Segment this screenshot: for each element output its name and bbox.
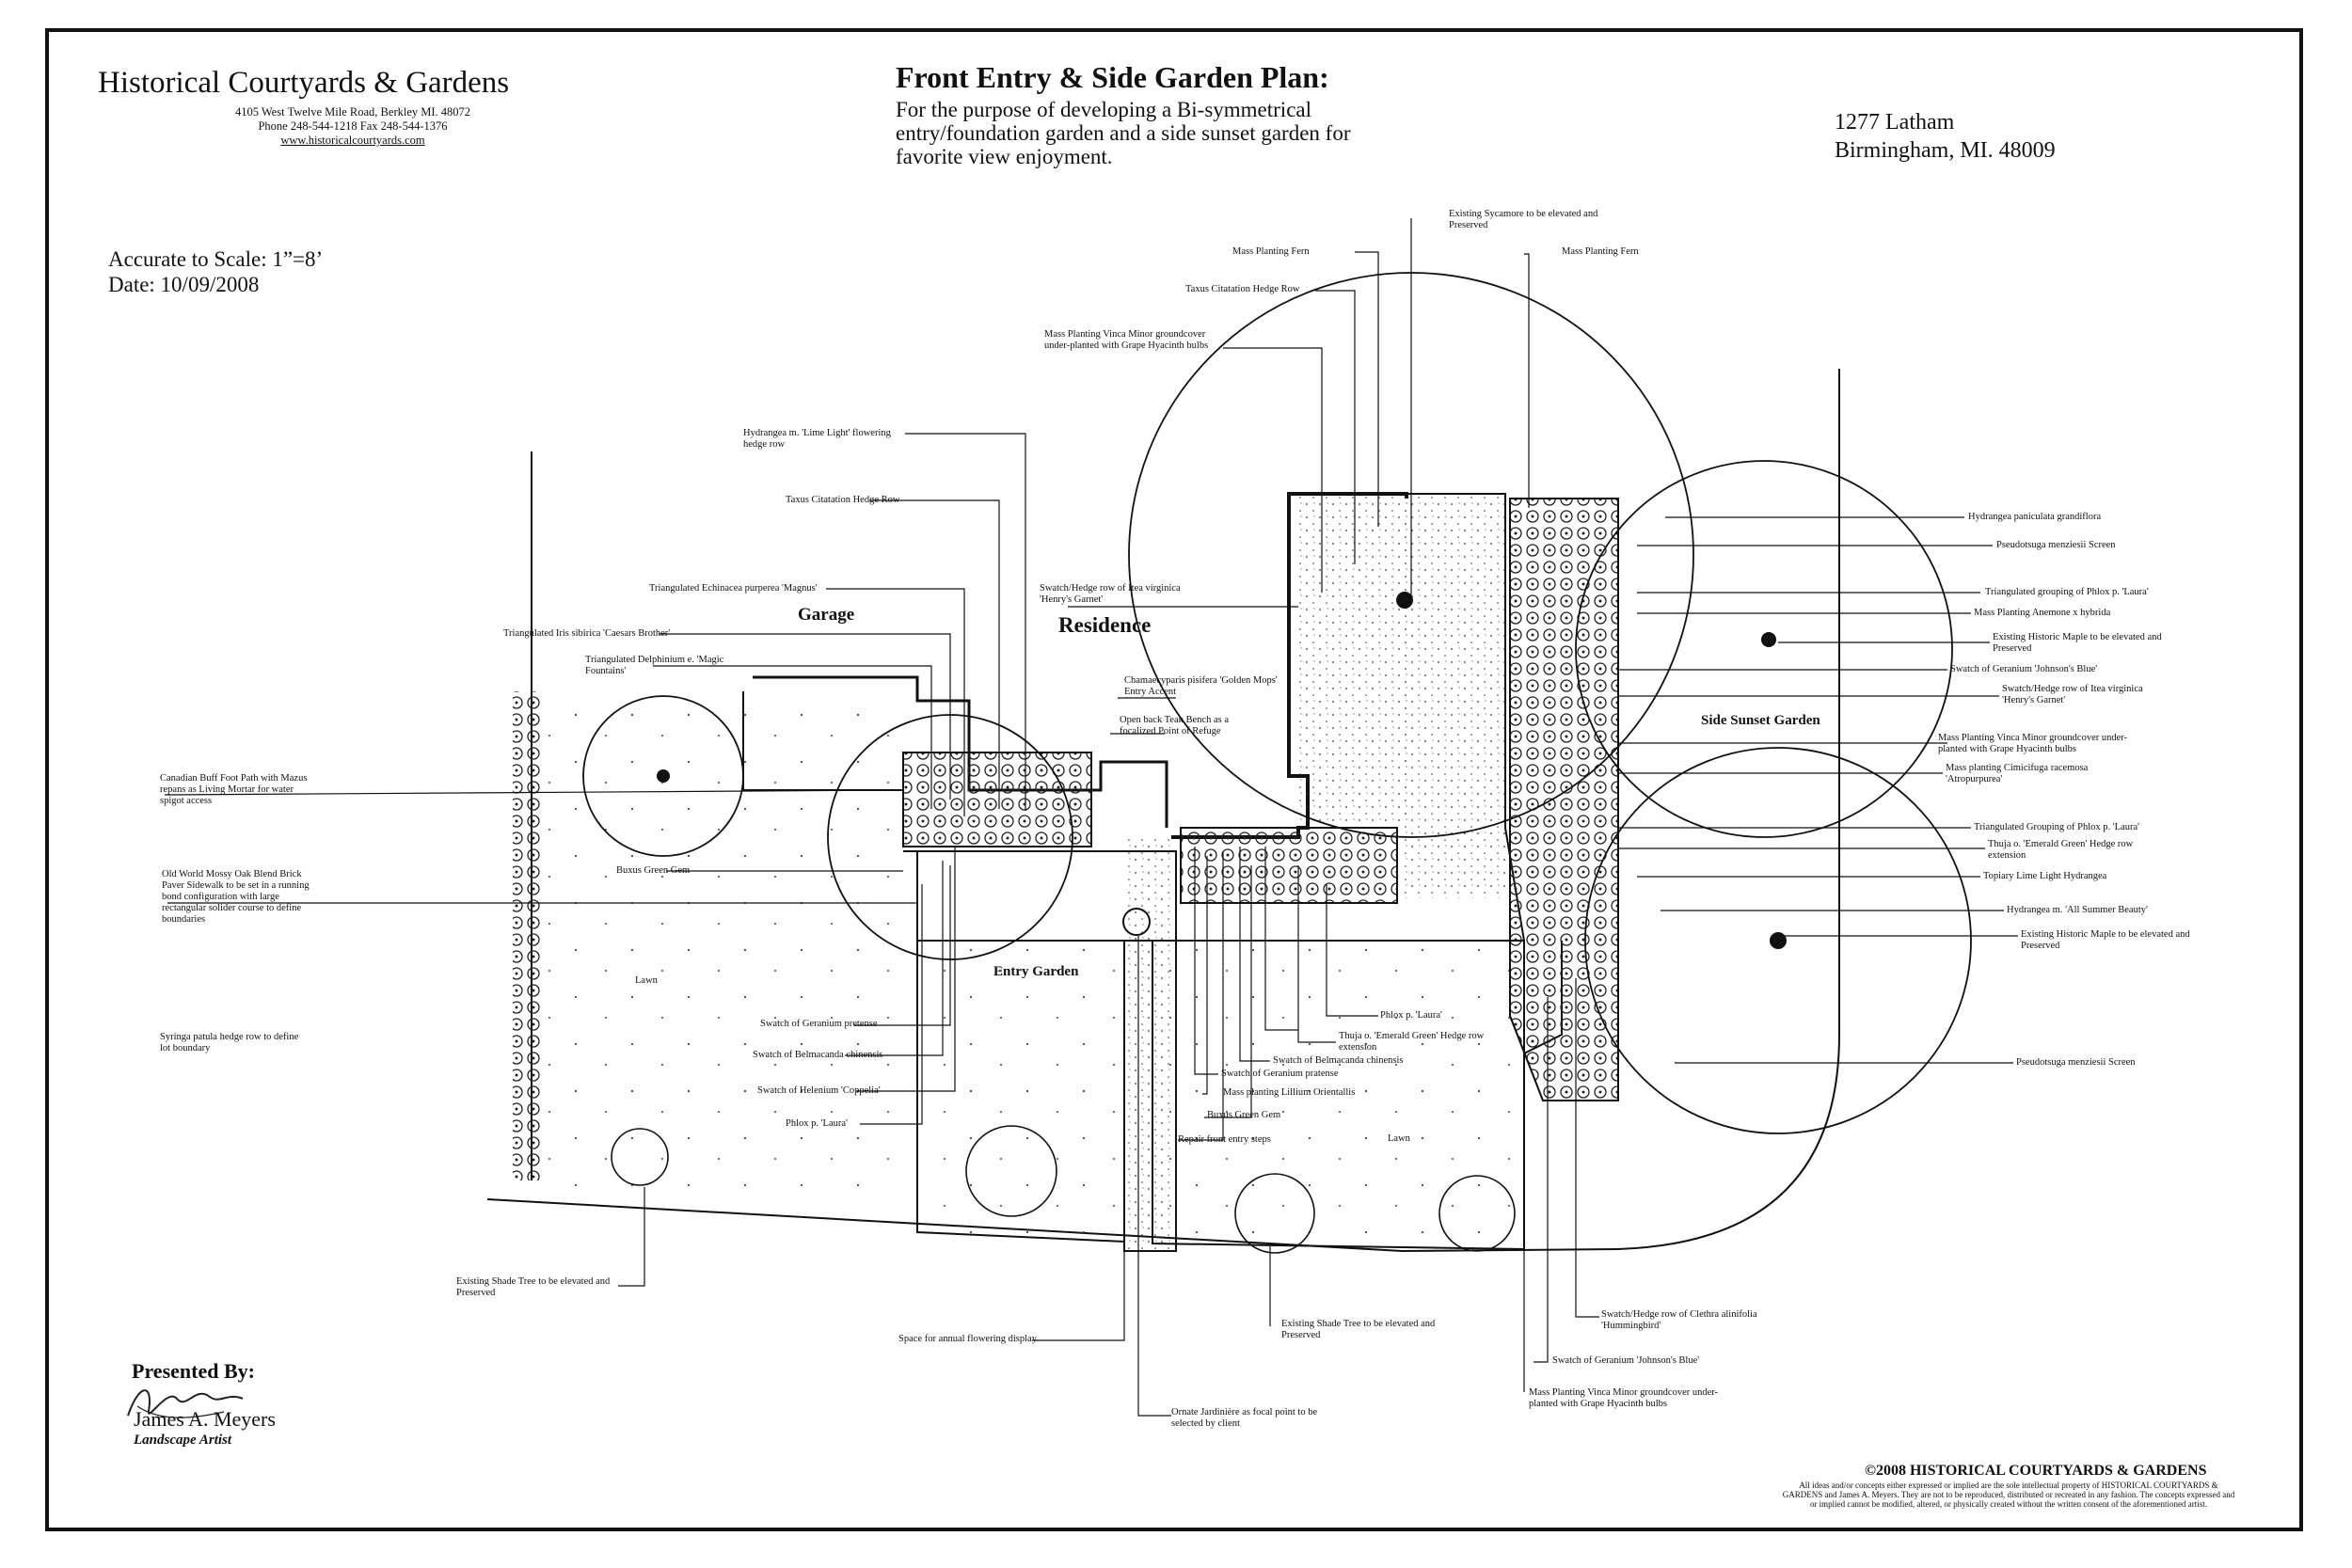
note-buxus-left: Buxus Green Gem xyxy=(616,865,691,876)
note-buxus-center: Buxus Green Gem xyxy=(1207,1110,1281,1120)
note-itea-right: Swatch/Hedge row of Itea virginica 'Henr… xyxy=(2002,684,2143,705)
note-itea-left: Swatch/Hedge row of Itea virginica 'Henr… xyxy=(1040,583,1181,605)
note-maple-top: Existing Historic Maple to be elevated a… xyxy=(1993,632,2162,654)
note-fern-b: Mass Planting Fern xyxy=(1562,246,1639,257)
note-taxus-top: Taxus Citatation Hedge Row xyxy=(1185,284,1300,294)
side-garden-gravel xyxy=(1402,494,1505,898)
note-maple-bottom: Existing Historic Maple to be elevated a… xyxy=(2021,929,2190,951)
note-lilium: Mass planting Lillium Orientallis xyxy=(1223,1087,1356,1098)
note-taxus-mid: Taxus Citatation Hedge Row xyxy=(786,495,900,505)
lawn-left-label: Lawn xyxy=(635,975,658,986)
plan-title: Front Entry & Side Garden Plan: xyxy=(896,60,1329,94)
copyright-body: All ideas and/or concepts either express… xyxy=(1782,1481,2235,1509)
note-hydrangea-lime: Hydrangea m. 'Lime Light' flowering hedg… xyxy=(743,428,891,450)
note-geranium-johnsons-right: Swatch of Geranium 'Johnson's Blue' xyxy=(1950,664,2098,674)
scale-text: Accurate to Scale: 1”=8’ xyxy=(108,247,324,271)
note-hydrangea-paniculata: Hydrangea paniculata grandiflora xyxy=(1968,512,2102,522)
artist-role: Landscape Artist xyxy=(134,1433,232,1448)
note-cimicifuga: Mass planting Cimicifuga racemosa 'Atrop… xyxy=(1946,763,2089,784)
leader-lines xyxy=(164,218,2018,1417)
drawing-border xyxy=(45,28,2303,1531)
note-iris: Triangulated Iris sibirica 'Caesars Brot… xyxy=(503,628,671,639)
historic-maple-canopy-top xyxy=(1575,460,1953,838)
property-line-right xyxy=(1617,369,1840,1250)
entry-bed-left xyxy=(902,752,1092,847)
syringa-hedge xyxy=(513,691,541,1180)
note-syringa: Syringa patula hedge row to define lot b… xyxy=(160,1032,299,1053)
note-geranium-pratense-left: Swatch of Geranium pretense xyxy=(760,1019,878,1029)
shade-tree-left xyxy=(611,1128,669,1186)
jardiniere-focal xyxy=(1122,908,1151,936)
note-hydrangea-summer: Hydrangea m. 'All Summer Beauty' xyxy=(2007,905,2148,915)
note-pseudotsuga-top: Pseudotsuga menziesii Screen xyxy=(1996,540,2116,550)
note-clethra: Swatch/Hedge row of Clethra alinifolia '… xyxy=(1601,1309,1757,1331)
left-tree-trunk xyxy=(657,769,670,783)
note-phlox-left: Phlox p. 'Laura' xyxy=(786,1118,848,1129)
note-vinca-bottom: Mass Planting Vinca Minor groundcover un… xyxy=(1529,1387,1719,1409)
shade-tree-far-right xyxy=(1438,1175,1516,1252)
historic-maple-canopy-bottom xyxy=(1584,747,1972,1134)
scale-block: Accurate to Scale: 1”=8’ Date: 10/09/200… xyxy=(108,246,323,297)
garage-label: Garage xyxy=(798,605,855,625)
note-geranium-johnsons-bottom: Swatch of Geranium 'Johnson's Blue' xyxy=(1552,1355,1700,1366)
note-phlox-center: Phlox p. 'Laura' xyxy=(1380,1010,1442,1021)
artist-name: James A. Meyers xyxy=(134,1407,276,1431)
firm-phone: Phone 248-544-1218 Fax 248-544-1376 xyxy=(258,119,448,133)
note-belmacanda-right: Swatch of Belmacanda chinensis xyxy=(1273,1055,1404,1066)
note-teak-bench: Open back Teak Bench as a focalized Poin… xyxy=(1120,715,1229,736)
note-fern-a: Mass Planting Fern xyxy=(1232,246,1310,257)
note-phlox-grouping: Triangulated grouping of Phlox p. 'Laura… xyxy=(1985,587,2149,597)
note-delphinium: Triangulated Delphinium e. 'Magic Founta… xyxy=(585,655,724,676)
site-city: Birmingham, MI. 48009 xyxy=(1835,138,2056,163)
presented-by-heading: Presented By: xyxy=(132,1359,255,1383)
existing-tree-left xyxy=(582,695,744,857)
firm-name: Historical Courtyards & Gardens xyxy=(98,66,510,100)
sunset-garden-bed xyxy=(1509,498,1619,1101)
note-topiary: Topiary Lime Light Hydrangea xyxy=(1983,871,2107,881)
note-thuja-right: Thuja o. 'Emerald Green' Hedge row exten… xyxy=(1988,839,2134,861)
sycamore-trunk xyxy=(1396,592,1413,609)
note-belmacanda-left: Swatch of Belmacanda chinensis xyxy=(753,1050,883,1060)
historic-maple-trunk-bottom xyxy=(1770,932,1787,949)
note-brick-paver: Old World Mossy Oak Blend Brick Paver Si… xyxy=(162,869,310,925)
property-line-bottom xyxy=(486,1198,1619,1253)
note-shade-tree-center: Existing Shade Tree to be elevated and P… xyxy=(1281,1319,1436,1340)
note-annual-display: Space for annual flowering display xyxy=(898,1334,1037,1344)
note-shade-tree-left: Existing Shade Tree to be elevated and P… xyxy=(456,1276,611,1298)
note-helenium: Swatch of Helenium 'Coppelia' xyxy=(757,1085,881,1096)
note-foot-path: Canadian Buff Foot Path with Mazus repan… xyxy=(160,773,308,806)
note-chamaecyparis: Chamaecyparis pisifera 'Golden Mops' Ent… xyxy=(1124,675,1278,697)
plan-description: For the purpose of developing a Bi-symme… xyxy=(896,98,1351,168)
shade-tree-center xyxy=(965,1125,1057,1217)
note-jardiniere: Ornate Jardinière as focal point to be s… xyxy=(1171,1407,1318,1429)
site-street: 1277 Latham xyxy=(1835,110,1955,135)
firm-address: 4105 West Twelve Mile Road, Berkley MI. … xyxy=(234,105,471,119)
firm-website-link[interactable]: www.historicalcourtyards.com xyxy=(280,134,425,147)
signature-mark xyxy=(127,1389,244,1418)
shade-tree-right xyxy=(1234,1173,1315,1254)
note-geranium-pratense-right: Swatch of Geranium pratense xyxy=(1221,1069,1339,1079)
note-phlox-grouping-b: Triangulated Grouping of Phlox p. 'Laura… xyxy=(1974,822,2140,832)
note-echinacea: Triangulated Echinacea purperea 'Magnus' xyxy=(649,583,818,594)
entry-bed-right xyxy=(1180,827,1398,904)
entry-garden-label: Entry Garden xyxy=(993,964,1079,979)
site-address: 1277 Latham Birmingham, MI. 48009 xyxy=(1835,108,2056,165)
note-repair-steps: Repair front entry steps xyxy=(1178,1134,1271,1145)
note-sycamore: Existing Sycamore to be elevated and Pre… xyxy=(1449,209,1598,230)
side-sunset-garden-label: Side Sunset Garden xyxy=(1701,713,1820,728)
historic-maple-trunk-top xyxy=(1761,632,1776,647)
note-thuja-center: Thuja o. 'Emerald Green' Hedge row exten… xyxy=(1339,1031,1485,1053)
note-vinca-top: Mass Planting Vinca Minor groundcover un… xyxy=(1044,329,1209,351)
note-anemone: Mass Planting Anemone x hybrida xyxy=(1974,608,2111,618)
plan-date: Date: 10/09/2008 xyxy=(108,273,260,296)
note-pseudotsuga-bottom: Pseudotsuga menziesii Screen xyxy=(2016,1057,2136,1068)
left-lawn xyxy=(532,691,903,1204)
residence-label: Residence xyxy=(1058,613,1152,637)
lawn-center-label: Lawn xyxy=(1388,1133,1410,1144)
copyright-title: ©2008 HISTORICAL COURTYARDS & GARDENS xyxy=(1865,1463,2207,1479)
note-vinca-right: Mass Planting Vinca Minor groundcover un… xyxy=(1938,733,2128,754)
firm-contact: 4105 West Twelve Mile Road, Berkley MI. … xyxy=(212,105,494,148)
